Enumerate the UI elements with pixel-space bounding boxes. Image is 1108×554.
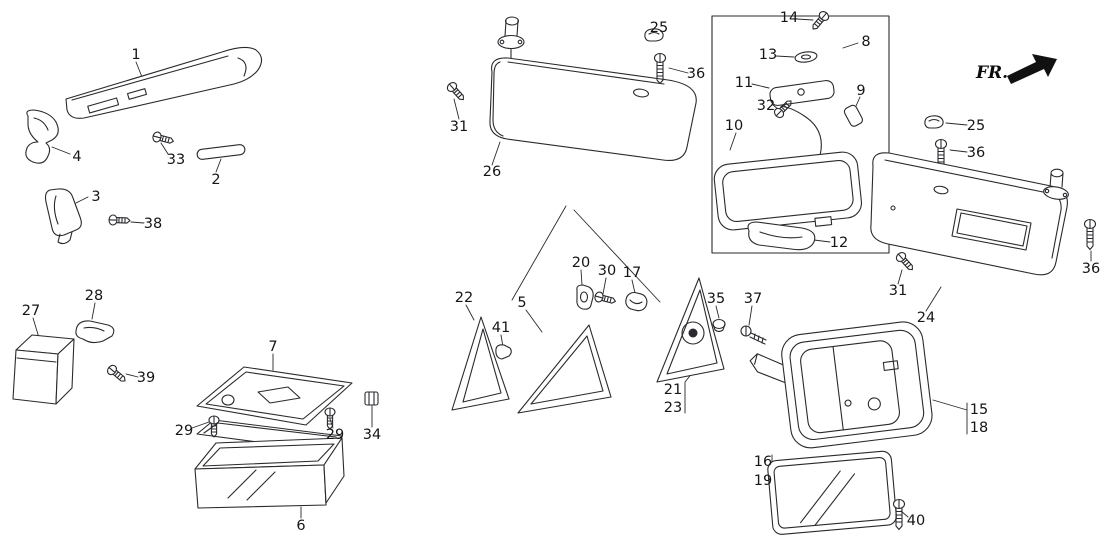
callout-25: 25 (966, 118, 986, 134)
part-16-19-mirror-glass (767, 450, 897, 535)
callout-8: 8 (861, 34, 871, 50)
callout-34: 34 (362, 427, 382, 443)
part-12-holder (747, 221, 816, 251)
callout-1: 1 (131, 47, 141, 63)
callout-10: 10 (724, 118, 744, 134)
callout-37: 37 (743, 291, 763, 307)
part-31-screw (894, 250, 917, 274)
part-27-pocket (12, 334, 75, 405)
callout-17: 17 (622, 265, 642, 281)
callout-31: 31 (449, 119, 469, 135)
part-11-mirror-base (769, 79, 835, 107)
callout-23: 23 (663, 400, 683, 416)
part-9-bushing (843, 104, 864, 127)
callout-7: 7 (268, 339, 278, 355)
callout-22: 22 (454, 290, 474, 306)
part-6-ashtray-body (194, 437, 345, 509)
part-22-corner-trim (451, 316, 510, 411)
callout-31: 31 (888, 283, 908, 299)
callout-4: 4 (72, 149, 82, 165)
part-13-washer (794, 51, 818, 63)
callout-39: 39 (136, 370, 156, 386)
part-41-clip (495, 344, 512, 360)
callout-38: 38 (143, 216, 163, 232)
callout-2: 2 (211, 172, 221, 188)
part-36-screw (1083, 218, 1097, 251)
callout-9: 9 (856, 83, 866, 99)
part-30-screw (593, 290, 618, 307)
callout-3: 3 (91, 189, 101, 205)
part-29-screw (324, 407, 336, 430)
part-24-sun-visor-right (870, 152, 1069, 276)
part-5-corner-seal (517, 324, 612, 414)
callout-40: 40 (906, 513, 926, 529)
part-3-bracket (44, 188, 82, 245)
callout-25: 25 (649, 20, 669, 36)
callout-28: 28 (84, 288, 104, 304)
callout-29: 29 (325, 427, 345, 443)
part-26-sun-visor-left (489, 16, 697, 162)
callout-29: 29 (174, 423, 194, 439)
leader-lines (32, 18, 1092, 519)
callout-13: 13 (758, 47, 778, 63)
callout-14: 14 (779, 10, 799, 26)
callout-15: 15 (969, 402, 989, 418)
part-2-trim-strip (196, 144, 246, 160)
part-8-mirror-assembly-box (711, 15, 890, 254)
callout-21: 21 (663, 382, 683, 398)
callout-12: 12 (829, 235, 849, 251)
part-34-clip (364, 391, 379, 406)
part-31-screw (445, 80, 468, 104)
callout-11: 11 (734, 75, 754, 91)
callout-26: 26 (482, 164, 502, 180)
part-15-18-door-mirror (749, 321, 933, 449)
callout-30: 30 (597, 263, 617, 279)
part-35-nut (712, 318, 726, 333)
callout-24: 24 (916, 310, 936, 326)
callout-6: 6 (296, 518, 306, 534)
part-25-clip (924, 115, 944, 129)
callout-5: 5 (517, 295, 527, 311)
callout-27: 27 (21, 303, 41, 319)
callout-35: 35 (706, 291, 726, 307)
callout-32: 32 (756, 98, 776, 114)
part-28-clip (75, 320, 115, 344)
part-1-grab-handle (65, 46, 263, 119)
callout-16: 16 (753, 454, 773, 470)
part-38-screw (108, 214, 131, 227)
part-21-23-corner-gasket (656, 277, 725, 383)
part-14-screw (808, 9, 831, 33)
callout-33: 33 (166, 152, 186, 168)
callout-19: 19 (753, 473, 773, 489)
part-17-cap (625, 291, 648, 312)
callout-18: 18 (969, 420, 989, 436)
fr-direction-arrow (1007, 54, 1057, 84)
part-4-hook (25, 109, 59, 164)
callout-36: 36 (966, 145, 986, 161)
callout-41: 41 (491, 320, 511, 336)
callout-36: 36 (686, 66, 706, 82)
callout-36: 36 (1081, 261, 1101, 277)
part-37-bolt (740, 325, 767, 345)
fr-direction-label: FR. (975, 63, 1009, 83)
part-39-screw (105, 363, 129, 386)
part-10-rearview-mirror (713, 105, 863, 231)
part-20-grommet (576, 284, 594, 310)
callout-20: 20 (571, 255, 591, 271)
part-33-screw (151, 130, 176, 147)
